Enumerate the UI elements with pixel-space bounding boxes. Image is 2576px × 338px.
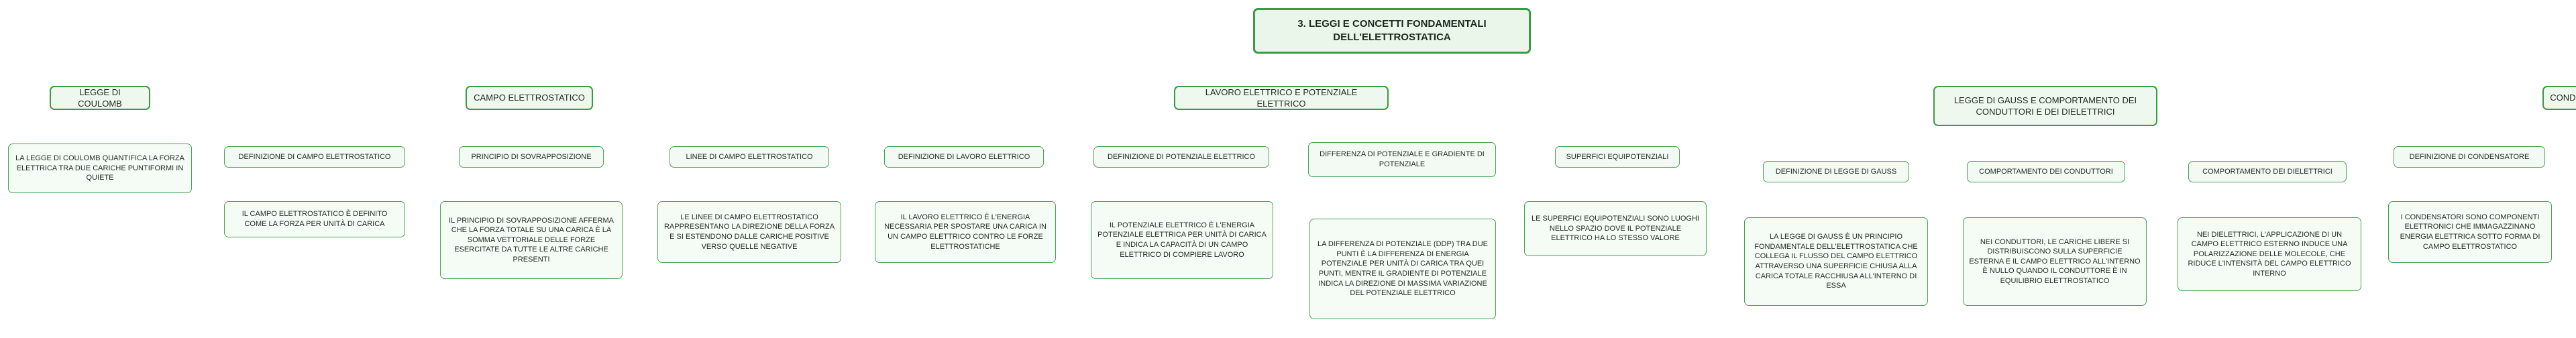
topic-legge-di-gauss[interactable]: LEGGE DI GAUSS E COMPORTAMENTO DEI CONDU… bbox=[1933, 86, 2157, 126]
subtopic-label-line1: DIFFERENZA DI POTENZIALE E GRADIENTE DI bbox=[1320, 150, 1485, 159]
description-text: IL PRINCIPIO DI SOVRAPPOSIZIONE AFFERMA … bbox=[449, 216, 614, 264]
subtopic-label: DEFINIZIONE DI POTENZIALE ELETTRICO bbox=[1107, 152, 1256, 161]
topic-lavoro-potenziale[interactable]: LAVORO ELETTRICO E POTENZIALE ELETTRICO bbox=[1174, 86, 1389, 110]
topic-condensatori[interactable]: CONDENSATORI bbox=[2542, 86, 2576, 110]
description-text: LE LINEE DI CAMPO ELETTROSTATICO RAPPRES… bbox=[663, 213, 835, 251]
subtopic-label: PRINCIPIO DI SOVRAPPOSIZIONE bbox=[471, 152, 592, 161]
description-text: NEI DIELETTRICI, L'APPLICAZIONE DI UN CA… bbox=[2188, 230, 2351, 278]
subtopic-label: SUPERFICI EQUIPOTENZIALI bbox=[1566, 152, 1669, 161]
subtopic-label-line2: POTENZIALE bbox=[1379, 160, 1426, 168]
description-lavoro[interactable]: IL LAVORO ELETTRICO È L'ENERGIA NECESSAR… bbox=[875, 201, 1056, 263]
subtopic-label: DEFINIZIONE DI CONDENSATORE bbox=[2409, 152, 2530, 161]
subtopic-label: LINEE DI CAMPO ELETTROSTATICO bbox=[686, 152, 813, 161]
description-conduttori[interactable]: NEI CONDUTTORI, LE CARICHE LIBERE SI DIS… bbox=[1963, 217, 2147, 306]
description-text: LE SUPERFICI EQUIPOTENZIALI SONO LUOGHI … bbox=[1532, 215, 1699, 243]
topic-legge-di-coulomb[interactable]: LEGGE DI COULOMB bbox=[50, 86, 150, 110]
description-sovrapposizione[interactable]: IL PRINCIPIO DI SOVRAPPOSIZIONE AFFERMA … bbox=[440, 201, 623, 279]
topic-campo-elettrostatico[interactable]: CAMPO ELETTROSTATICO bbox=[466, 86, 593, 110]
description-text: LA LEGGE DI GAUSS È UN PRINCIPIO FONDAME… bbox=[1754, 233, 1918, 290]
description-gauss[interactable]: LA LEGGE DI GAUSS È UN PRINCIPIO FONDAME… bbox=[1744, 217, 1928, 306]
description-text: I CONDENSATORI SONO COMPONENTI ELETTRONI… bbox=[2400, 213, 2540, 251]
description-condensatore[interactable]: I CONDENSATORI SONO COMPONENTI ELETTRONI… bbox=[2388, 201, 2552, 263]
description-differenza-potenziale[interactable]: LA DIFFERENZA DI POTENZIALE (DDP) TRA DU… bbox=[1309, 219, 1496, 319]
subtopic-definizione-campo[interactable]: DEFINIZIONE DI CAMPO ELETTROSTATICO bbox=[224, 146, 405, 168]
description-text: NEI CONDUTTORI, LE CARICHE LIBERE SI DIS… bbox=[1969, 237, 2141, 285]
subtopic-definizione-condensatore[interactable]: DEFINIZIONE DI CONDENSATORE bbox=[2394, 146, 2545, 168]
topic-label: LAVORO ELETTRICO E POTENZIALE ELETTRICO bbox=[1205, 87, 1358, 109]
root-topic[interactable]: 3. LEGGI E CONCETTI FONDAMENTALI DELL'EL… bbox=[1253, 8, 1531, 54]
topic-label-line1: LEGGE DI GAUSS E COMPORTAMENTO DEI bbox=[1953, 95, 2137, 105]
subtopic-conduttori[interactable]: COMPORTAMENTO DEI CONDUTTORI bbox=[1967, 161, 2125, 182]
description-text: IL LAVORO ELETTRICO È L'ENERGIA NECESSAR… bbox=[884, 213, 1046, 251]
root-title-line2: DELL'ELETTROSTATICA bbox=[1333, 32, 1451, 43]
subtopic-superfici-equipotenziali[interactable]: SUPERFICI EQUIPOTENZIALI bbox=[1555, 146, 1680, 168]
subtopic-principio-sovrapposizione[interactable]: PRINCIPIO DI SOVRAPPOSIZIONE bbox=[459, 146, 604, 168]
subtopic-label: COMPORTAMENTO DEI DIELETTRICI bbox=[2202, 167, 2332, 176]
subtopic-label: DEFINIZIONE DI LEGGE DI GAUSS bbox=[1775, 167, 1897, 176]
description-potenziale[interactable]: IL POTENZIALE ELETTRICO È L'ENERGIA POTE… bbox=[1091, 201, 1273, 279]
subtopic-definizione-gauss[interactable]: DEFINIZIONE DI LEGGE DI GAUSS bbox=[1763, 161, 1909, 182]
subtopic-linee-di-campo[interactable]: LINEE DI CAMPO ELETTROSTATICO bbox=[669, 146, 829, 168]
description-definizione-campo[interactable]: IL CAMPO ELETTROSTATICO È DEFINITO COME … bbox=[224, 201, 405, 237]
topic-label-line2: CONDUTTORI E DEI DIELETTRICI bbox=[1976, 107, 2115, 117]
subtopic-dielettrici[interactable]: COMPORTAMENTO DEI DIELETTRICI bbox=[2188, 161, 2347, 182]
description-coulomb[interactable]: LA LEGGE DI COULOMB QUANTIFICA LA FORZA … bbox=[8, 144, 192, 193]
subtopic-definizione-lavoro[interactable]: DEFINIZIONE DI LAVORO ELETTRICO bbox=[884, 146, 1044, 168]
subtopic-label: DEFINIZIONE DI CAMPO ELETTROSTATICO bbox=[238, 152, 391, 161]
description-text: LA LEGGE DI COULOMB QUANTIFICA LA FORZA … bbox=[15, 154, 184, 182]
subtopic-label: COMPORTAMENTO DEI CONDUTTORI bbox=[1979, 167, 2113, 176]
description-text: LA DIFFERENZA DI POTENZIALE (DDP) TRA DU… bbox=[1317, 240, 1489, 298]
topic-label: CONDENSATORI bbox=[2550, 93, 2576, 103]
subtopic-label: DEFINIZIONE DI LAVORO ELETTRICO bbox=[898, 152, 1030, 161]
description-linee-di-campo[interactable]: LE LINEE DI CAMPO ELETTROSTATICO RAPPRES… bbox=[657, 201, 841, 263]
topic-label: CAMPO ELETTROSTATICO bbox=[474, 93, 585, 103]
root-title-line1: 3. LEGGI E CONCETTI FONDAMENTALI bbox=[1297, 18, 1487, 30]
description-dielettrici[interactable]: NEI DIELETTRICI, L'APPLICAZIONE DI UN CA… bbox=[2178, 217, 2361, 291]
description-text: IL CAMPO ELETTROSTATICO È DEFINITO COME … bbox=[241, 210, 388, 228]
topic-label: LEGGE DI COULOMB bbox=[78, 87, 122, 109]
description-text: IL POTENZIALE ELETTRICO È L'ENERGIA POTE… bbox=[1097, 221, 1267, 259]
subtopic-definizione-potenziale[interactable]: DEFINIZIONE DI POTENZIALE ELETTRICO bbox=[1093, 146, 1269, 168]
description-superfici[interactable]: LE SUPERFICI EQUIPOTENZIALI SONO LUOGHI … bbox=[1524, 201, 1707, 256]
subtopic-differenza-potenziale[interactable]: DIFFERENZA DI POTENZIALE E GRADIENTE DI … bbox=[1308, 142, 1496, 177]
